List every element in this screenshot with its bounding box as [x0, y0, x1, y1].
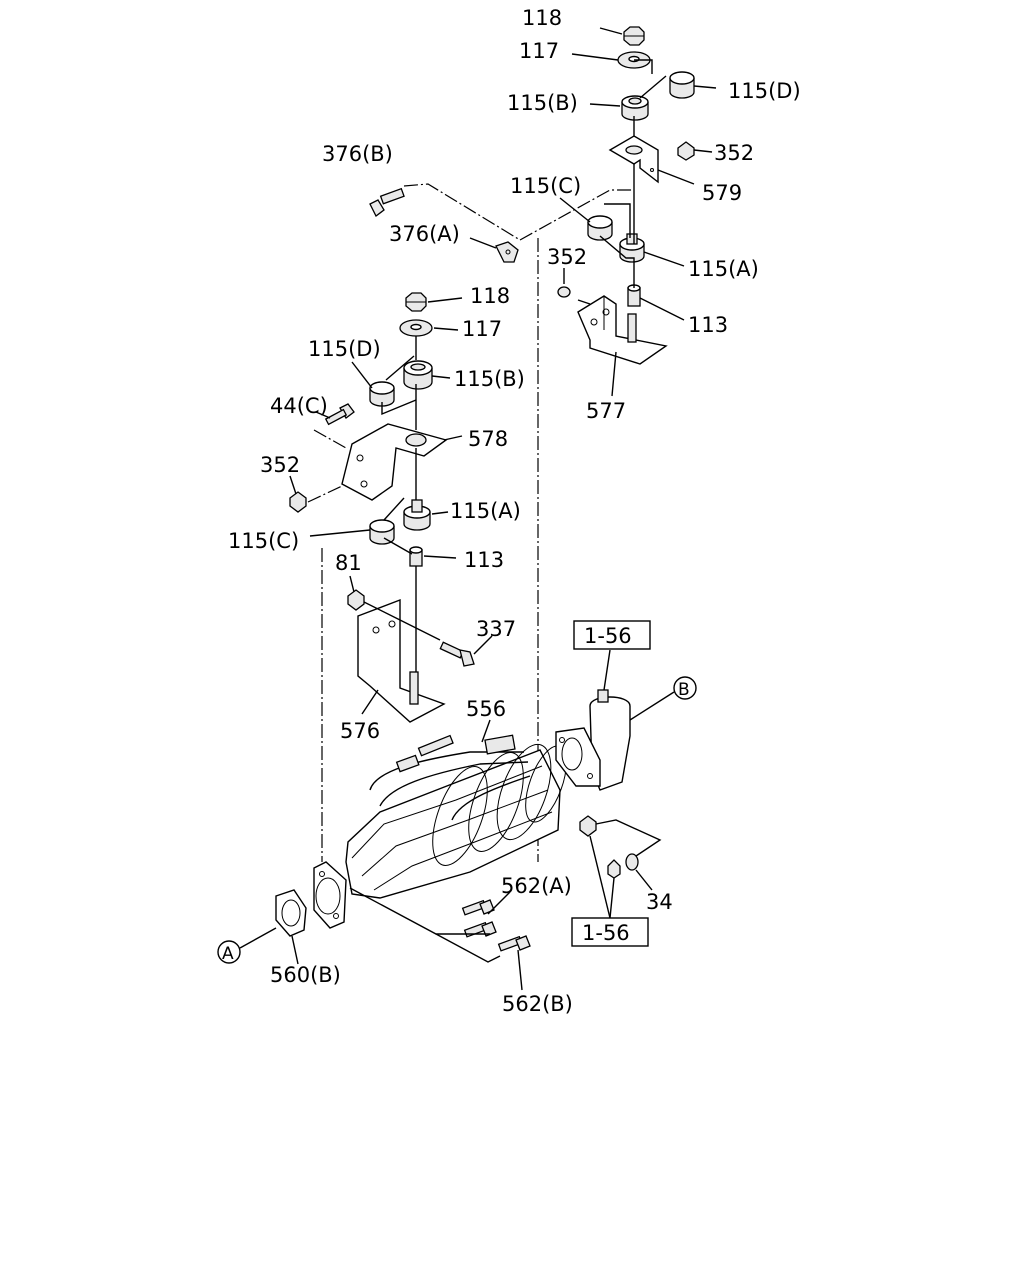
collar-113-top	[627, 284, 641, 307]
label-579: 579	[702, 181, 742, 205]
bolt-44c	[324, 403, 355, 426]
label-115c-top: 115(C)	[510, 174, 581, 198]
rubber-115c-top	[587, 215, 613, 241]
label-562a: 562(A)	[501, 874, 572, 898]
label-576: 576	[340, 719, 380, 743]
label-44c: 44(C)	[270, 394, 328, 418]
label-560b: 560(B)	[270, 963, 341, 987]
reference-box-bottom: 1-56	[571, 917, 649, 947]
label-113-mid: 113	[464, 548, 504, 572]
washer-34	[625, 853, 639, 871]
bolt-562a-1	[461, 899, 495, 916]
label-115d-mid: 115(D)	[308, 337, 381, 361]
label-562b: 562(B)	[502, 992, 573, 1016]
label-337: 337	[476, 617, 516, 641]
catalytic-converter-556	[345, 734, 567, 899]
label-34: 34	[646, 890, 673, 914]
label-352-top: 352	[714, 141, 754, 165]
label-113-top: 113	[688, 313, 728, 337]
nut-118-mid	[405, 292, 427, 312]
bolt-337	[439, 641, 475, 667]
marker-b-letter: B	[678, 680, 690, 700]
label-118-top: 118	[522, 6, 562, 30]
nut-352-left	[289, 491, 307, 513]
converter-flange	[313, 861, 347, 929]
label-115c-mid: 115(C)	[228, 529, 299, 553]
nut-352-top	[677, 141, 695, 161]
nut-118-top	[623, 26, 645, 46]
bracket-578	[341, 423, 448, 501]
washer-117-mid	[399, 319, 433, 337]
bracket-577	[577, 295, 668, 365]
label-81: 81	[335, 551, 362, 575]
label-115b-top: 115(B)	[507, 91, 578, 115]
reference-box-top: 1-56	[573, 620, 651, 650]
nut-small-bottom	[607, 859, 621, 879]
label-577: 577	[586, 399, 626, 423]
reference-label-top: 1-56	[584, 624, 632, 648]
label-118-mid: 118	[470, 284, 510, 308]
bolt-376b	[369, 187, 405, 217]
label-117-mid: 117	[462, 317, 502, 341]
rubber-115b-top	[621, 95, 649, 121]
gasket-560b	[275, 889, 307, 937]
collar-113-mid	[409, 546, 423, 567]
component-b-canister	[555, 689, 631, 791]
reference-label-bottom: 1-56	[582, 921, 630, 945]
leader-lines	[239, 27, 717, 991]
rubber-115c-mid	[369, 519, 395, 545]
label-556: 556	[466, 697, 506, 721]
marker-a: A	[217, 940, 241, 964]
label-117-top: 117	[519, 39, 559, 63]
label-115d-top: 115(D)	[728, 79, 801, 103]
marker-b: B	[673, 676, 697, 700]
label-352-mid: 352	[547, 245, 587, 269]
bracket-579	[608, 135, 659, 184]
clip-376a	[495, 241, 519, 263]
rubber-115d-mid	[369, 381, 395, 407]
label-115b-mid: 115(B)	[454, 367, 525, 391]
marker-a-letter: A	[222, 944, 234, 964]
rubber-115b-mid	[403, 360, 433, 390]
nut-81	[347, 589, 365, 611]
rubber-115a-mid	[403, 499, 431, 531]
label-115a-top: 115(A)	[688, 257, 759, 281]
label-352-left: 352	[260, 453, 300, 477]
callout-labels: 118 117 115(B) 115(D) 376(B) 352 579 115…	[228, 6, 801, 1016]
bolt-562b	[497, 935, 531, 952]
label-376b: 376(B)	[322, 142, 393, 166]
rubber-115d-top	[669, 71, 695, 99]
nut-352-mid	[557, 286, 591, 305]
bracket-576	[357, 598, 446, 723]
label-376a: 376(A)	[389, 222, 460, 246]
label-115a-mid: 115(A)	[450, 499, 521, 523]
nut-bottom-right	[579, 815, 597, 837]
label-578: 578	[468, 427, 508, 451]
